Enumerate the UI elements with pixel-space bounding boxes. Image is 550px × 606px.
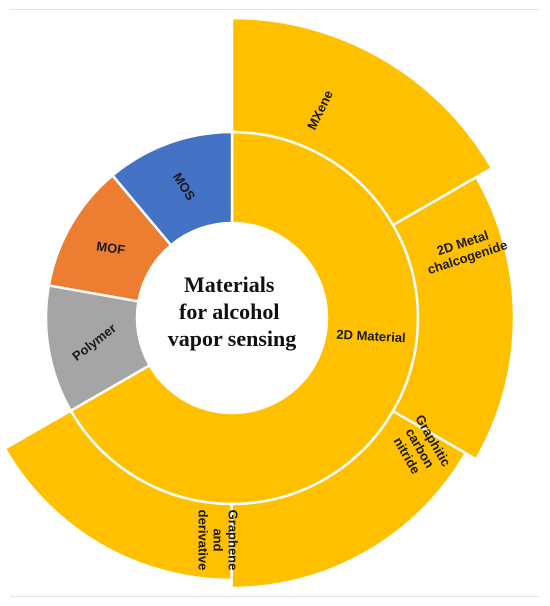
bottom-rule: [10, 596, 540, 597]
center-label-line-3: vapor sensing: [168, 326, 297, 351]
outer-segment-graphene-and-derivative: [3, 409, 233, 582]
outer-segment-2d-metal-chalcogenide: [391, 175, 516, 461]
inner-label-mof-line-1: MOF: [95, 238, 126, 257]
center-label: Materials for alcohol vapor sensing: [168, 272, 297, 351]
outer-label-graphene-and-derivative: Grapheneandderivative: [196, 510, 241, 571]
outer-segment-mxene: [230, 16, 494, 227]
inner-label-mof: MOF: [95, 238, 126, 257]
outer-label-graphene-and-derivative-line-1: Graphene: [226, 510, 241, 571]
inner-ring: [44, 130, 420, 506]
inner-label-2d-material: 2D Material: [336, 327, 406, 346]
top-rule: [10, 9, 540, 10]
outer-label-graphene-and-derivative-line-3: derivative: [196, 510, 211, 571]
center-label-line-1: Materials: [184, 272, 275, 297]
inner-label-2d-material-line-1: 2D Material: [336, 327, 406, 346]
outer-segment-graphitic-carbon-nitride: [230, 409, 467, 590]
center-label-line-2: for alcohol: [179, 299, 279, 324]
outer-ring: [3, 16, 516, 590]
outer-label-graphene-and-derivative-line-2: and: [211, 528, 226, 551]
center-hole: [137, 223, 327, 413]
